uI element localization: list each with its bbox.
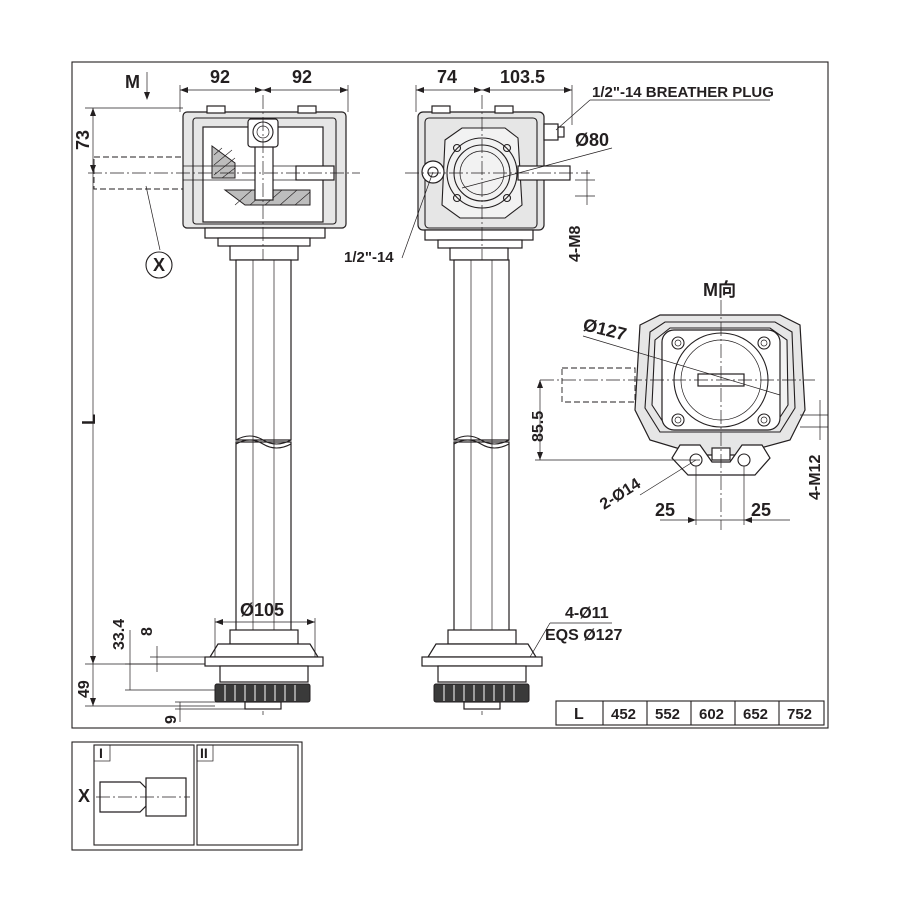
dim-front-width-right: 92 bbox=[292, 67, 312, 87]
bolt-circle-label: EQS Ø127 bbox=[545, 627, 622, 644]
length-table: L 452 552 602 652 752 bbox=[555, 700, 825, 726]
dim-side-width-right: 103.5 bbox=[500, 67, 545, 87]
m-view-spacing-left: 25 bbox=[655, 500, 675, 520]
length-table-header: L bbox=[574, 706, 584, 723]
length-table-value: 552 bbox=[655, 706, 680, 723]
detail-x-label: X bbox=[78, 786, 90, 806]
view-arrow-label: M bbox=[125, 72, 140, 92]
detail-panel-2-label: II bbox=[200, 745, 208, 761]
dim-flange-to-center: 33.4 bbox=[111, 619, 128, 650]
length-table-value: 752 bbox=[787, 706, 812, 723]
length-table-value: 452 bbox=[611, 706, 636, 723]
front-tube bbox=[235, 259, 292, 641]
m-view-tapped-label: 4-M12 bbox=[807, 455, 824, 500]
front-bottom-flange bbox=[204, 629, 324, 683]
m-view-dimensions bbox=[535, 335, 828, 525]
side-view-dimensions bbox=[401, 85, 770, 658]
m-view bbox=[540, 300, 815, 530]
dim-flange-thickness: 8 bbox=[139, 627, 156, 636]
side-port-label: 1/2"-14 bbox=[344, 249, 394, 266]
front-gear bbox=[214, 683, 311, 710]
breather-plug-label: 1/2"-14 BREATHER PLUG bbox=[592, 84, 774, 101]
m-view-height-label: 85.5 bbox=[530, 411, 547, 442]
dim-gear-height: 49 bbox=[76, 680, 93, 698]
dim-front-width-left: 92 bbox=[210, 67, 230, 87]
detail-panel-1 bbox=[93, 744, 195, 846]
length-table-value: 652 bbox=[743, 706, 768, 723]
side-tapped-label: 4-M8 bbox=[567, 225, 584, 262]
main-frame bbox=[71, 61, 829, 729]
length-table-value: 602 bbox=[699, 706, 724, 723]
x-detail-marker bbox=[145, 251, 173, 279]
detail-panels: I II X bbox=[71, 741, 303, 851]
m-view-dia-label: Ø127 bbox=[581, 314, 629, 344]
dim-flange-dia: Ø105 bbox=[240, 600, 284, 620]
side-view bbox=[405, 95, 590, 715]
dim-length: L bbox=[79, 414, 99, 425]
front-view-dimensions bbox=[85, 72, 349, 722]
dim-side-dia: Ø80 bbox=[575, 130, 609, 150]
front-view bbox=[88, 95, 360, 715]
dim-front-height-top: 73 bbox=[73, 130, 93, 150]
m-view-holes-label: 2-Ø14 bbox=[597, 475, 644, 513]
m-view-title: M向 bbox=[703, 279, 736, 300]
bolt-holes-label: 4-Ø11 bbox=[565, 605, 609, 622]
detail-panel-2 bbox=[196, 744, 299, 846]
breather-plug bbox=[543, 123, 559, 141]
dim-side-width-left: 74 bbox=[437, 67, 457, 87]
detail-panel-frame bbox=[71, 741, 303, 851]
dim-gear-offset: 9 bbox=[163, 715, 180, 724]
x-marker-label: X bbox=[153, 255, 165, 275]
detail-panel-1-label: I bbox=[99, 745, 103, 761]
m-view-spacing-right: 25 bbox=[751, 500, 771, 520]
